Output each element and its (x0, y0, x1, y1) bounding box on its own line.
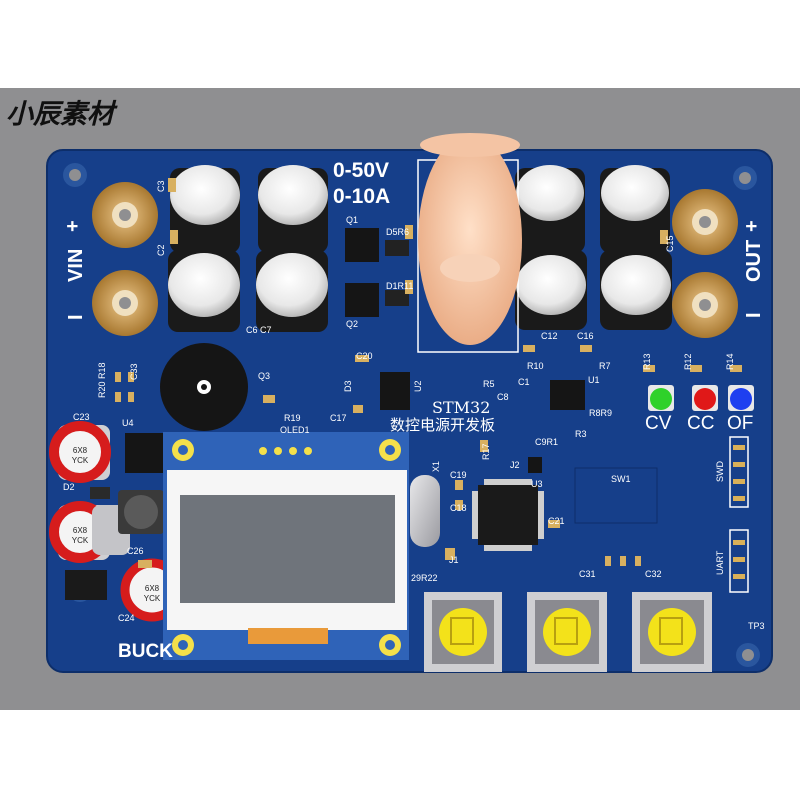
buzzer (160, 343, 248, 431)
ref-u4: U4 (122, 418, 134, 428)
ref-r5: R5 (483, 379, 495, 389)
ref-c15: C15 (665, 235, 675, 252)
ref-c20: C20 (356, 351, 373, 361)
spec-current-label: 0-10A (333, 185, 391, 208)
ref-c21: C21 (548, 516, 565, 526)
output-label: OUT (743, 239, 765, 282)
ref-r19: R19 (284, 413, 301, 423)
brand-label: BUCK (118, 641, 173, 662)
ref-u1: U1 (588, 375, 600, 385)
ref-j2: J2 (510, 460, 520, 470)
uart-connector-label: UART (715, 550, 725, 575)
ref-r29r22: 29R22 (411, 573, 438, 583)
ref-c3: C3 (156, 180, 166, 192)
oled-module (163, 432, 409, 660)
ref-c6c7: C6 C7 (246, 325, 272, 335)
ref-d2: D2 (63, 482, 75, 492)
ref-r7: R7 (599, 361, 611, 371)
ref-c8: C8 (497, 392, 509, 402)
ref-c19: C19 (450, 470, 467, 480)
ref-q2: Q2 (346, 319, 359, 329)
ref-u3: U3 (531, 479, 543, 489)
board-title-cn: 数控电源开发板 (390, 416, 496, 434)
ref-c16: C16 (577, 331, 594, 341)
ref-r12: R12 (683, 353, 693, 370)
header-connectors (729, 436, 749, 593)
ref-c33: C33 (129, 363, 139, 380)
small-ics (65, 372, 658, 600)
status-leds (648, 385, 754, 411)
ref-r8r9: R8R9 (589, 408, 613, 418)
ref-r17: R17 (481, 443, 491, 460)
ref-r14: R14 (725, 353, 735, 370)
smd-passives (115, 178, 742, 568)
ref-c2: C2 (156, 244, 166, 256)
ref-j1: J1 (449, 555, 459, 565)
ref-d5r6: D5R6 (386, 227, 410, 237)
input-label: VIN (65, 248, 87, 282)
led-label-of: OF (727, 413, 754, 434)
led-label-cc: CC (687, 413, 715, 434)
ref-d3: D3 (343, 380, 353, 392)
ref-c32: C32 (645, 569, 662, 579)
ref-q3: Q3 (258, 371, 271, 381)
led-label-cv: CV (645, 413, 672, 434)
output-plus-label: + (741, 220, 763, 232)
ref-c18: C18 (450, 503, 467, 513)
ref-c12: C12 (541, 331, 558, 341)
ref-r10: R10 (527, 361, 544, 371)
smd-inductor (118, 490, 164, 534)
crystal-oscillator (410, 475, 440, 547)
ref-c1: C1 (518, 377, 530, 387)
swd-connector-label: SWD (715, 461, 725, 482)
ref-c26: C26 (127, 546, 144, 556)
ref-u2: U2 (413, 380, 423, 392)
mcu-chip (472, 479, 544, 551)
ref-r3: R3 (575, 429, 587, 439)
bulk-capacitors-right (515, 165, 672, 330)
ref-oled1: OLED1 (280, 425, 310, 435)
mosfets (345, 228, 409, 317)
output-minus-label: I (743, 312, 765, 318)
watermark-text: 小辰素材 (6, 99, 114, 130)
toroidal-inductor (417, 133, 522, 353)
bulk-capacitors-left (168, 165, 328, 332)
mcu-name-label: STM32 (432, 398, 491, 417)
ref-r20r18: R20 R18 (97, 362, 107, 398)
ref-c23: C23 (73, 412, 90, 422)
ref-c31: C31 (579, 569, 596, 579)
ref-d1r11: D1R11 (386, 281, 414, 291)
spec-voltage-label: 0-50V (333, 159, 390, 182)
ref-c24: C24 (118, 613, 135, 623)
ref-q1: Q1 (346, 215, 359, 225)
input-plus-label: + (62, 220, 84, 232)
ref-c9r1: C9R1 (535, 437, 559, 447)
ref-x1: X1 (431, 460, 441, 472)
tactile-buttons (424, 592, 712, 672)
power-terminals (92, 182, 738, 338)
ref-tp3: TP3 (748, 621, 765, 631)
ref-sw1: SW1 (611, 474, 631, 484)
ref-r13: R13 (642, 353, 652, 370)
input-minus-label: I (65, 314, 87, 320)
ref-c17: C17 (330, 413, 347, 423)
